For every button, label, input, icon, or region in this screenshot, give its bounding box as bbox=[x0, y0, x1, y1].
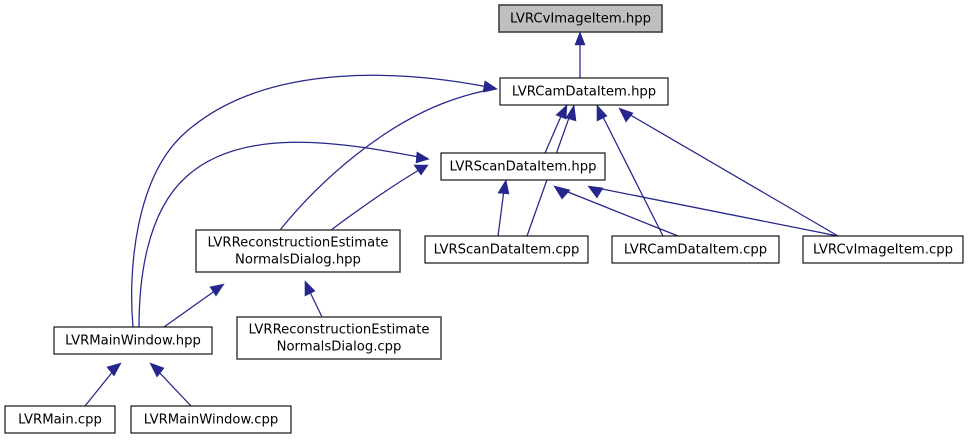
edge-line bbox=[330, 169, 420, 231]
node-rect[interactable] bbox=[130, 405, 292, 434]
arrowhead-icon bbox=[304, 280, 316, 297]
node-mainwindow_hpp[interactable]: LVRMainWindow.hpp bbox=[53, 326, 213, 355]
node-rect[interactable] bbox=[4, 405, 116, 434]
arrowhead-icon bbox=[565, 104, 577, 122]
arrowhead-icon bbox=[149, 362, 165, 378]
node-rect[interactable] bbox=[424, 235, 589, 264]
edge-scandata_hpp-to-camdata_hpp bbox=[544, 104, 568, 154]
edge-mainwindow_cpp-to-mainwindow_hpp bbox=[149, 362, 192, 407]
arrowhead-icon bbox=[587, 185, 604, 199]
node-recon_cpp[interactable]: LVRReconstructionEstimateNormalsDialog.c… bbox=[236, 316, 442, 360]
edge-line bbox=[138, 141, 420, 328]
node-label: LVRReconstructionEstimate bbox=[207, 236, 388, 251]
node-rect[interactable] bbox=[802, 235, 964, 264]
edge-cvimage_cpp-to-scandata_hpp bbox=[587, 185, 839, 237]
arrowhead-icon bbox=[553, 185, 571, 200]
node-label: NormalsDialog.hpp bbox=[235, 253, 361, 268]
node-camdata_cpp[interactable]: LVRCamDataItem.cpp bbox=[611, 235, 780, 264]
edge-cvimage_cpp-to-camdata_hpp bbox=[618, 107, 839, 237]
node-mainwindow_cpp[interactable]: LVRMainWindow.cpp bbox=[130, 405, 292, 434]
edge-recon_hpp-to-scandata_hpp bbox=[330, 164, 429, 231]
node-label: LVRReconstructionEstimate bbox=[248, 323, 429, 338]
node-recon_hpp[interactable]: LVRReconstructionEstimateNormalsDialog.h… bbox=[195, 229, 401, 273]
arrowhead-icon bbox=[209, 283, 225, 297]
edge-line bbox=[497, 189, 505, 237]
edge-mainwindow_hpp-to-scandata_hpp bbox=[138, 141, 430, 328]
edge-camdata_cpp-to-camdata_hpp bbox=[596, 104, 664, 237]
node-rect[interactable] bbox=[195, 229, 401, 273]
arrowhead-icon bbox=[483, 80, 498, 93]
arrowhead-icon bbox=[555, 104, 568, 120]
node-label: LVRMainWindow.cpp bbox=[144, 413, 279, 428]
arrowhead-icon bbox=[497, 179, 510, 195]
edge-recon_cpp-to-recon_hpp bbox=[304, 280, 323, 318]
arrowhead-icon bbox=[574, 31, 586, 46]
node-label: LVRScanDataItem.hpp bbox=[450, 160, 597, 175]
edge-camdata_hpp-to-cvimage_hpp bbox=[574, 31, 586, 78]
node-cvimage_cpp[interactable]: LVRCvImageItem.cpp bbox=[802, 235, 964, 264]
node-rect[interactable] bbox=[499, 77, 669, 106]
node-cvimage_hpp[interactable]: LVRCvImageItem.hpp bbox=[498, 4, 663, 33]
arrowhead-icon bbox=[618, 107, 634, 123]
node-rect[interactable] bbox=[611, 235, 780, 264]
node-label: LVRMainWindow.hpp bbox=[65, 334, 201, 349]
node-label: LVRCamDataItem.hpp bbox=[512, 85, 656, 100]
edge-mainwindow_hpp-to-recon_hpp bbox=[163, 283, 225, 328]
edge-line bbox=[279, 89, 490, 231]
edge-line bbox=[562, 189, 679, 237]
edge-line bbox=[544, 113, 563, 154]
node-label: LVRCamDataItem.cpp bbox=[624, 243, 767, 258]
edge-mainwindow_hpp-to-camdata_hpp bbox=[131, 74, 498, 328]
node-layer: LVRCvImageItem.hppLVRCamDataItem.hppLVRS… bbox=[4, 4, 964, 434]
node-label: NormalsDialog.cpp bbox=[277, 340, 402, 355]
edge-recon_hpp-to-camdata_hpp bbox=[279, 80, 498, 231]
edge-line bbox=[596, 187, 839, 237]
edge-line bbox=[601, 114, 664, 237]
arrowhead-icon bbox=[106, 362, 122, 377]
node-rect[interactable] bbox=[440, 152, 606, 181]
edge-lvrmain_cpp-to-mainwindow_hpp bbox=[84, 362, 122, 407]
node-label: LVRMain.cpp bbox=[18, 413, 102, 428]
node-scandata_cpp[interactable]: LVRScanDataItem.cpp bbox=[424, 235, 589, 264]
edge-line bbox=[156, 369, 192, 407]
node-label: LVRCvImageItem.hpp bbox=[510, 12, 651, 27]
edge-line bbox=[308, 289, 323, 318]
edge-line bbox=[163, 289, 217, 328]
node-camdata_hpp[interactable]: LVRCamDataItem.hpp bbox=[499, 77, 669, 106]
arrowhead-icon bbox=[413, 164, 429, 176]
node-rect[interactable] bbox=[53, 326, 213, 355]
edge-line bbox=[626, 112, 839, 237]
edge-scandata_cpp-to-scandata_hpp bbox=[497, 179, 510, 237]
node-lvrmain_cpp[interactable]: LVRMain.cpp bbox=[4, 405, 116, 434]
edge-line bbox=[131, 74, 489, 328]
node-label: LVRCvImageItem.cpp bbox=[813, 243, 953, 258]
node-scandata_hpp[interactable]: LVRScanDataItem.hpp bbox=[440, 152, 606, 181]
node-rect[interactable] bbox=[236, 316, 442, 360]
edge-camdata_cpp-to-scandata_hpp bbox=[553, 185, 679, 237]
arrowhead-icon bbox=[596, 104, 608, 122]
node-label: LVRScanDataItem.cpp bbox=[434, 243, 580, 258]
edge-line bbox=[84, 369, 115, 407]
arrowhead-icon bbox=[415, 151, 430, 164]
node-rect[interactable] bbox=[498, 4, 663, 33]
